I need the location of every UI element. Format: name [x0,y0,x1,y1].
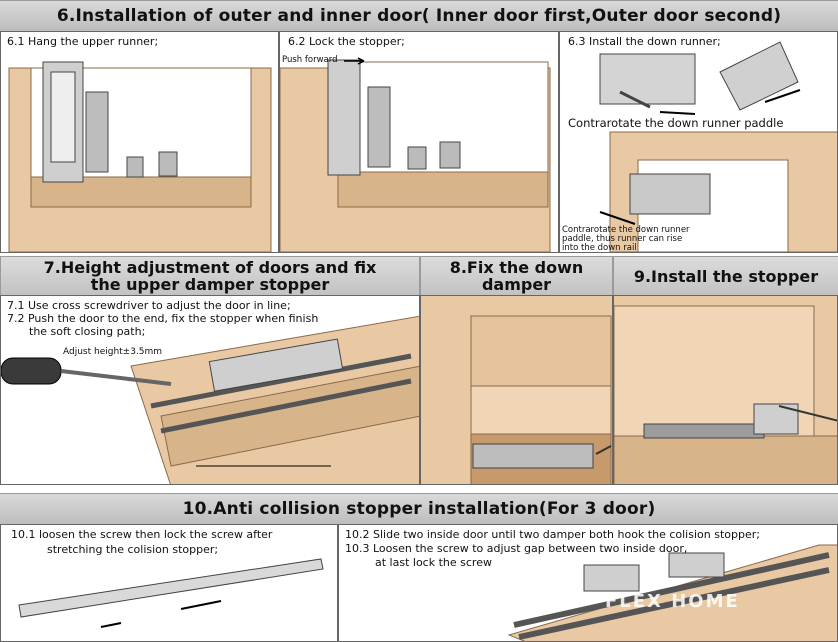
lock-stopper-illustration [280,57,551,252]
step-6-3: 6.3 Install the down runner; [568,35,721,48]
section6-title: 6.Installation of outer and inner door( … [0,0,838,32]
panel-8 [420,295,613,485]
panel-10-1: 10.1 loosen the screw then lock the scre… [0,524,338,642]
adjust-height-label: Adjust height±3.5mm [63,347,163,357]
step-10-1a: 10.1 loosen the screw then lock the scre… [11,528,273,541]
section8-title: 8.Fix the down damper [420,256,613,296]
step-6-1: 6.1 Hang the upper runner; [7,35,159,48]
step-7-2: 7.2 Push the door to the end, fix the st… [7,312,319,325]
panel-6-2: 6.2 Lock the stopper; Push forward [279,31,559,253]
note-line-2: paddle, thus runner can rise [562,234,683,244]
watermark: FLEX HOME [605,591,740,612]
panel-6-3: 6.3 Install the down runner; Contrarotat… [559,31,838,253]
step-10-3a: 10.3 Loosen the screw to adjust gap betw… [345,542,688,555]
collision-stopper-illustration [507,544,837,641]
step-10-2: 10.2 Slide two inside door until two dam… [345,528,760,541]
step-7-2b: the soft closing path; [29,325,146,338]
step-6-2: 6.2 Lock the stopper; [288,35,405,48]
panel-6-1: 6.1 Hang the upper runner; [0,31,279,253]
down-damper-illustration [421,296,612,484]
section9-title: 9.Install the stopper [613,256,838,296]
panel-7: 7.1 Use cross screwdriver to adjust the … [0,295,420,485]
note-line-1: Contrarotate the down runner [562,225,690,235]
section7-title-line2: the upper damper stopper [90,275,330,294]
panel-9 [613,295,838,485]
step-7-1: 7.1 Use cross screwdriver to adjust the … [7,299,291,312]
push-forward-label: Push forward [282,55,338,65]
upper-runner-illustration [8,61,272,252]
section7-title-line1: 7.Height adjustment of doors and fix [43,258,377,277]
panel-10-2: 10.2 Slide two inside door until two dam… [338,524,838,642]
paddle-label: Contrarotate the down runner paddle [568,116,784,130]
step-10-3b: at last lock the screw [375,556,492,569]
install-stopper-illustration [614,296,837,484]
down-runner-illustration [599,41,837,252]
section10-title: 10.Anti collision stopper installation(F… [0,493,838,525]
step-10-1b: stretching the colision stopper; [47,543,219,556]
stretch-stopper-illustration [18,558,324,628]
note-line-3: into the down rail [562,243,637,253]
height-adjust-illustration [1,315,419,484]
